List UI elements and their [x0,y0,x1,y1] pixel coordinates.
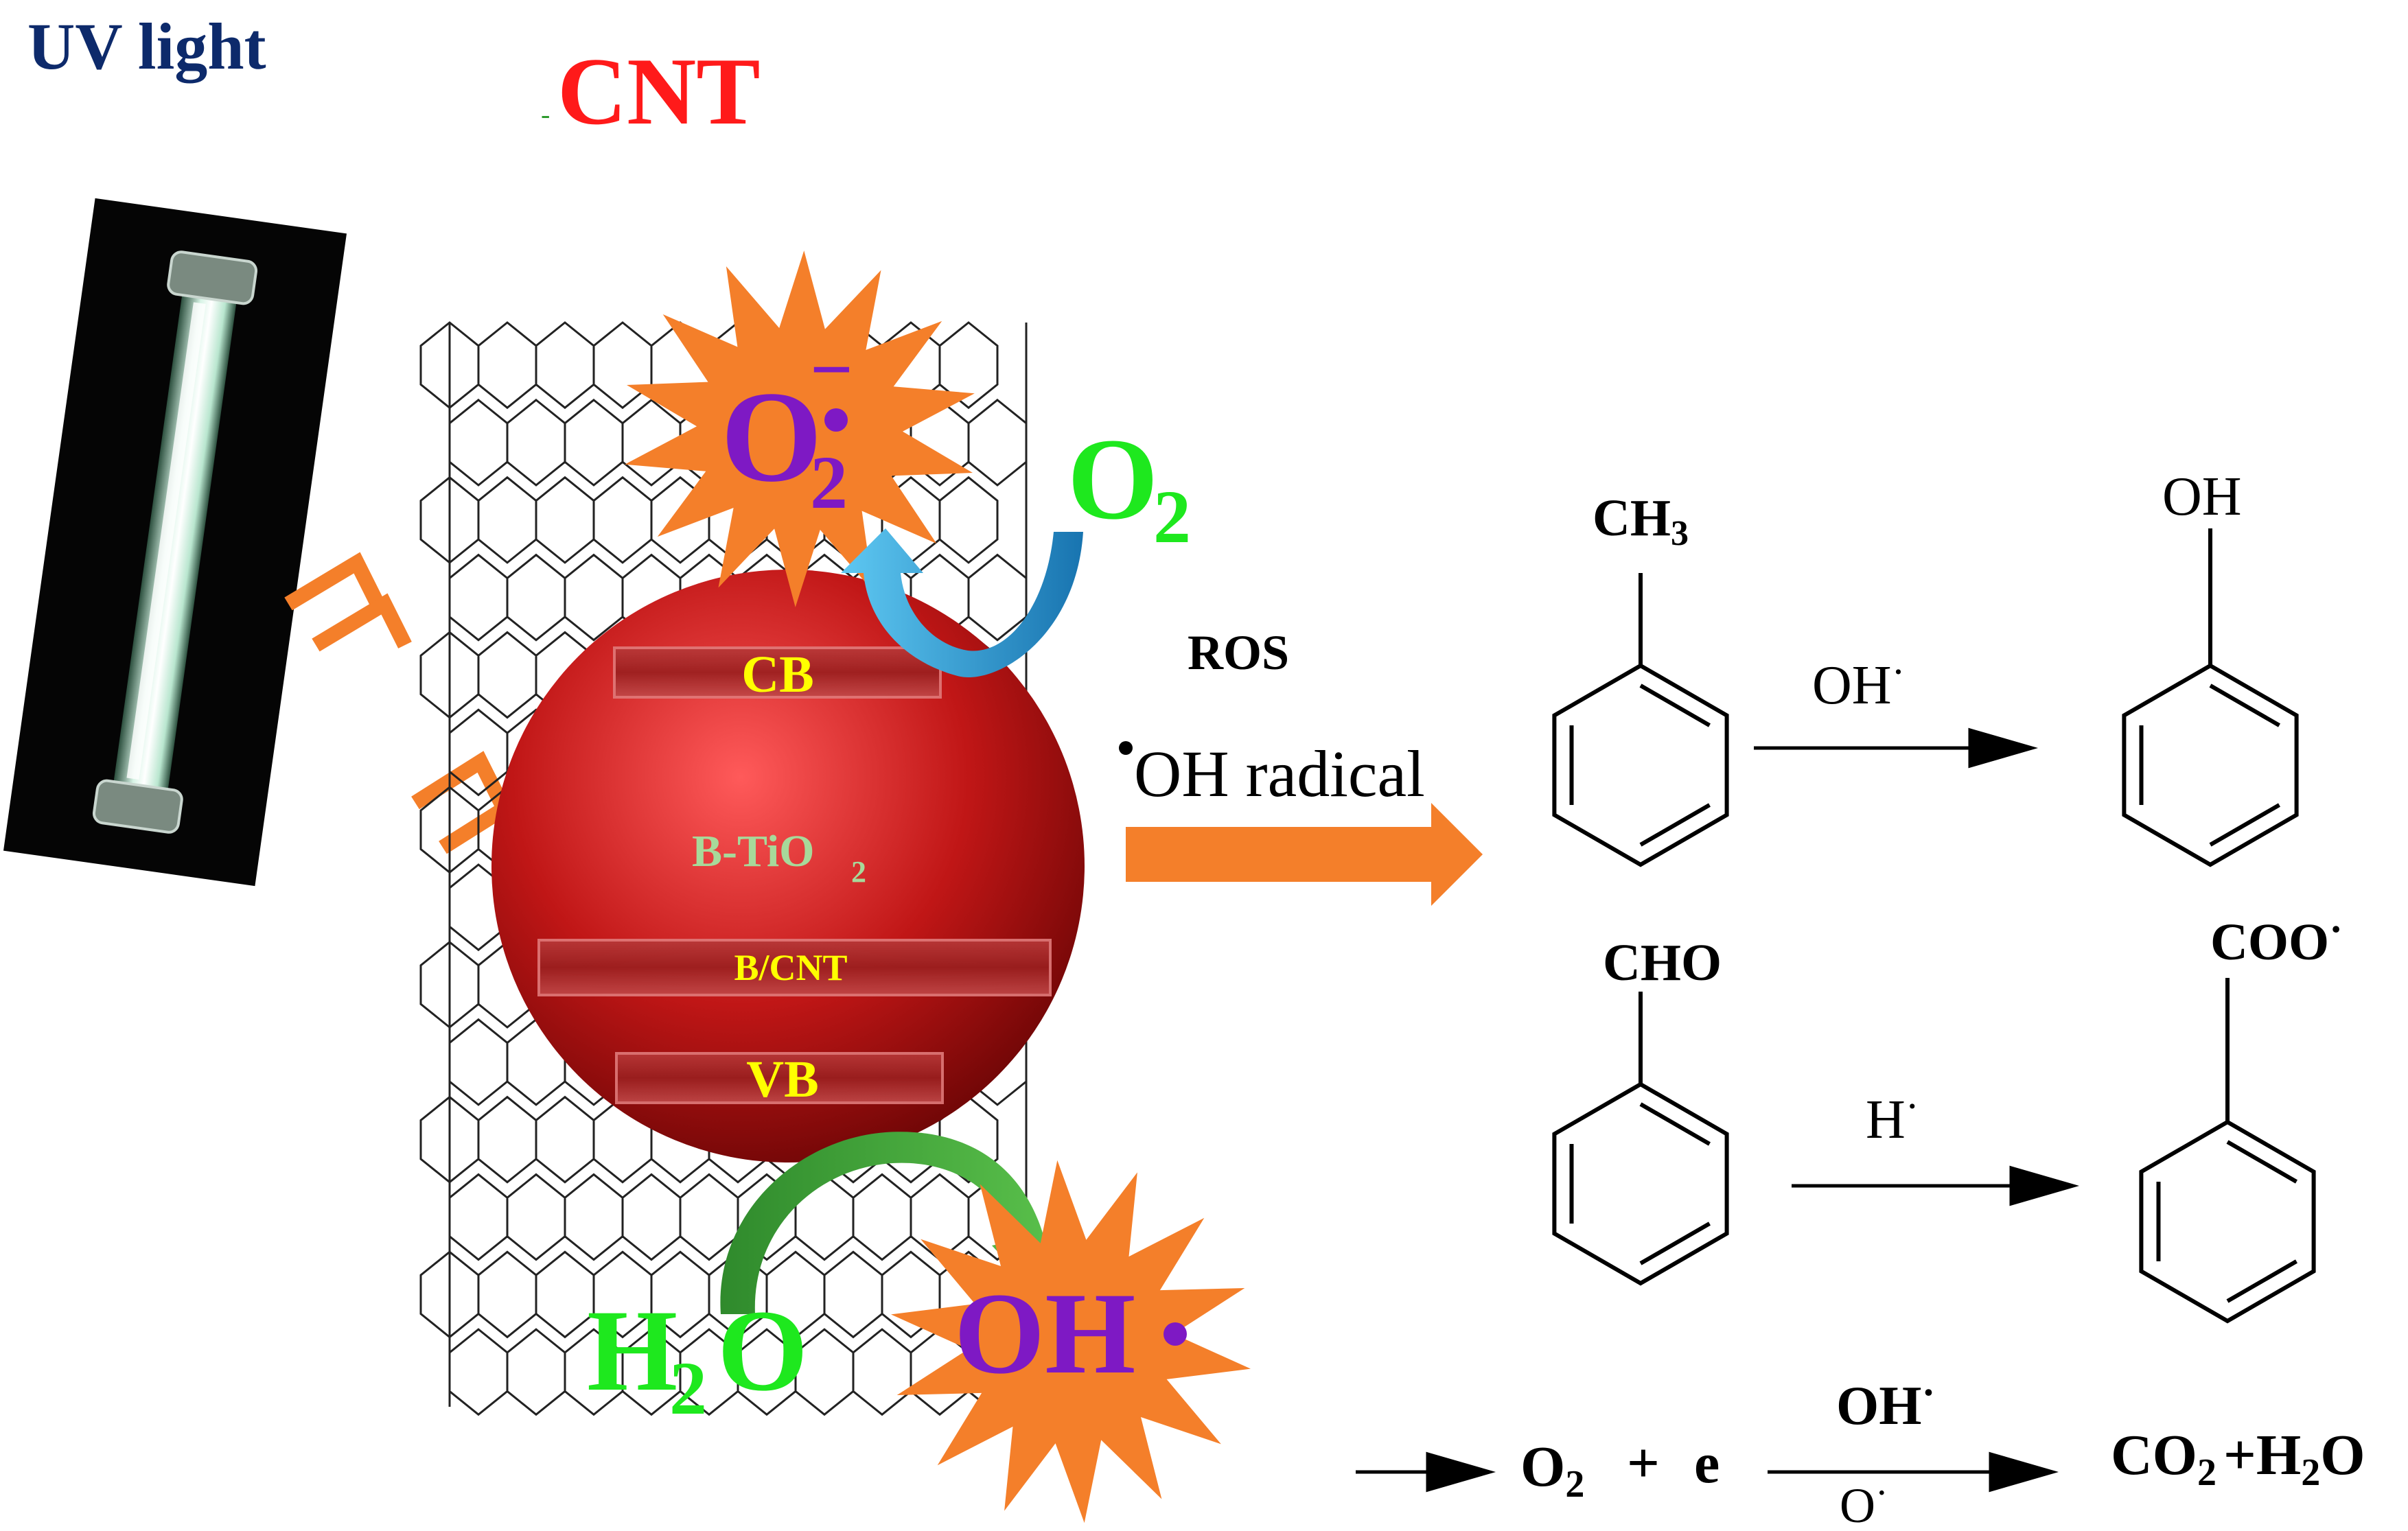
benzoate-substituent-main: COO [2210,913,2329,971]
final-reagent-oh-dot: · [1921,1370,1935,1415]
phenol-substituent: OH [2162,467,2242,527]
oxygen-label-main: O [1067,414,1158,544]
oh-radical-dot [1119,741,1133,755]
final-reagent-oh-main: OH [1836,1376,1921,1436]
water-label-o: O [717,1286,808,1415]
final-o2-main: O [1520,1435,1565,1499]
final-reagent-o: O· [1840,1472,1888,1531]
benzene-ring-icon [1552,1082,1729,1286]
benzene-ring-icon [1552,663,1729,867]
blue-curved-arrow-icon [841,528,1083,677]
benzoate-substituent: COO· [2210,907,2343,971]
reagent-h-label: H· [1866,1084,1919,1150]
catalyst-label-main: B-TiO [692,826,815,876]
tio2-particle-icon [491,570,1085,1162]
oxygen-label-sub: 2 [1153,475,1191,559]
reagent-h-main: H [1866,1090,1906,1150]
uv-light-label: UV light [27,10,266,83]
reagent-oh-dot: · [1892,649,1906,694]
final-electron: e [1694,1431,1720,1495]
superoxide-label-main: O [721,365,822,509]
benzene-ring-icon [2122,663,2299,867]
toluene-substituent-main: CH [1593,489,1671,547]
final-reagent-o-main: O [1840,1478,1875,1531]
vb-label: VB [746,1051,819,1108]
hydroxyl-burst-icon [891,1160,1251,1523]
reaction-arrow-head-icon [2009,1165,2080,1206]
cnt-dash: - [541,99,550,130]
uv-lamp-icon [3,198,347,887]
double-bond-line [1639,803,1711,847]
reaction-arrow-head-icon [1968,727,2039,769]
double-bond-line [1639,1102,1711,1146]
reaction-arrows [1356,727,2080,1493]
double-bond-line [2209,803,2280,847]
final-products: CO2+H2O [2111,1423,2365,1494]
final-reagent-o-dot: · [1875,1472,1888,1515]
superoxide-burst-icon [625,250,975,607]
double-bond-line [2226,1140,2297,1184]
benzene-ring-icon [2139,1119,2316,1324]
double-bond-line [1639,1222,1711,1265]
double-bond-line [2209,683,2280,727]
process-arrow-icon [1126,803,1483,906]
b-cnt-band [537,939,1052,996]
benzene-rings [1552,528,2316,1324]
reagent-oh-main: OH [1812,655,1892,716]
superoxide-charge: − [810,327,853,411]
reagent-h-dot: · [1906,1084,1919,1129]
toluene-substituent-sub: 3 [1671,514,1689,553]
cnt-label: CNT [557,38,761,145]
final-plus-h: +H [2223,1423,2301,1487]
final-h2o-o: O [2320,1423,2365,1487]
final-co2-main: CO [2111,1423,2197,1487]
b-cnt-label: B/CNT [734,947,847,988]
reaction-arrow-head-icon [1989,1451,2059,1493]
cb-label: CB [741,646,814,703]
hydroxyl-radical-dot [1164,1322,1187,1346]
hydroxyl-label: OH [954,1269,1135,1398]
superoxide-radical-dot [824,408,848,432]
green-curved-arrow-icon [720,1132,1067,1314]
vb-band [615,1052,944,1104]
catalyst-label-sub: 2 [851,855,866,889]
water-label-h: H [587,1286,678,1415]
benzaldehyde-substituent: CHO [1603,934,1722,992]
final-co2-sub: 2 [2197,1451,2216,1494]
final-h2o-sub: 2 [2301,1451,2320,1494]
reagent-oh-label: OH· [1812,649,1906,716]
reaction-arrow-head-icon [1426,1451,1496,1493]
final-o2: O2 [1520,1435,1584,1506]
superoxide-label-sub: 2 [810,441,848,524]
double-bond-line [1639,683,1711,727]
toluene-substituent: CH3 [1593,489,1689,553]
ros-label: ROS [1188,625,1289,680]
water-label-sub: 2 [669,1346,707,1430]
final-reagent-oh: OH· [1836,1370,1935,1436]
final-o2-sub: 2 [1565,1463,1584,1506]
oh-radical-label: OH radical [1134,737,1425,810]
final-plus: + [1627,1431,1660,1495]
double-bond-line [2226,1259,2297,1303]
benzoate-dot: · [2329,907,2343,952]
cb-band [613,646,942,699]
